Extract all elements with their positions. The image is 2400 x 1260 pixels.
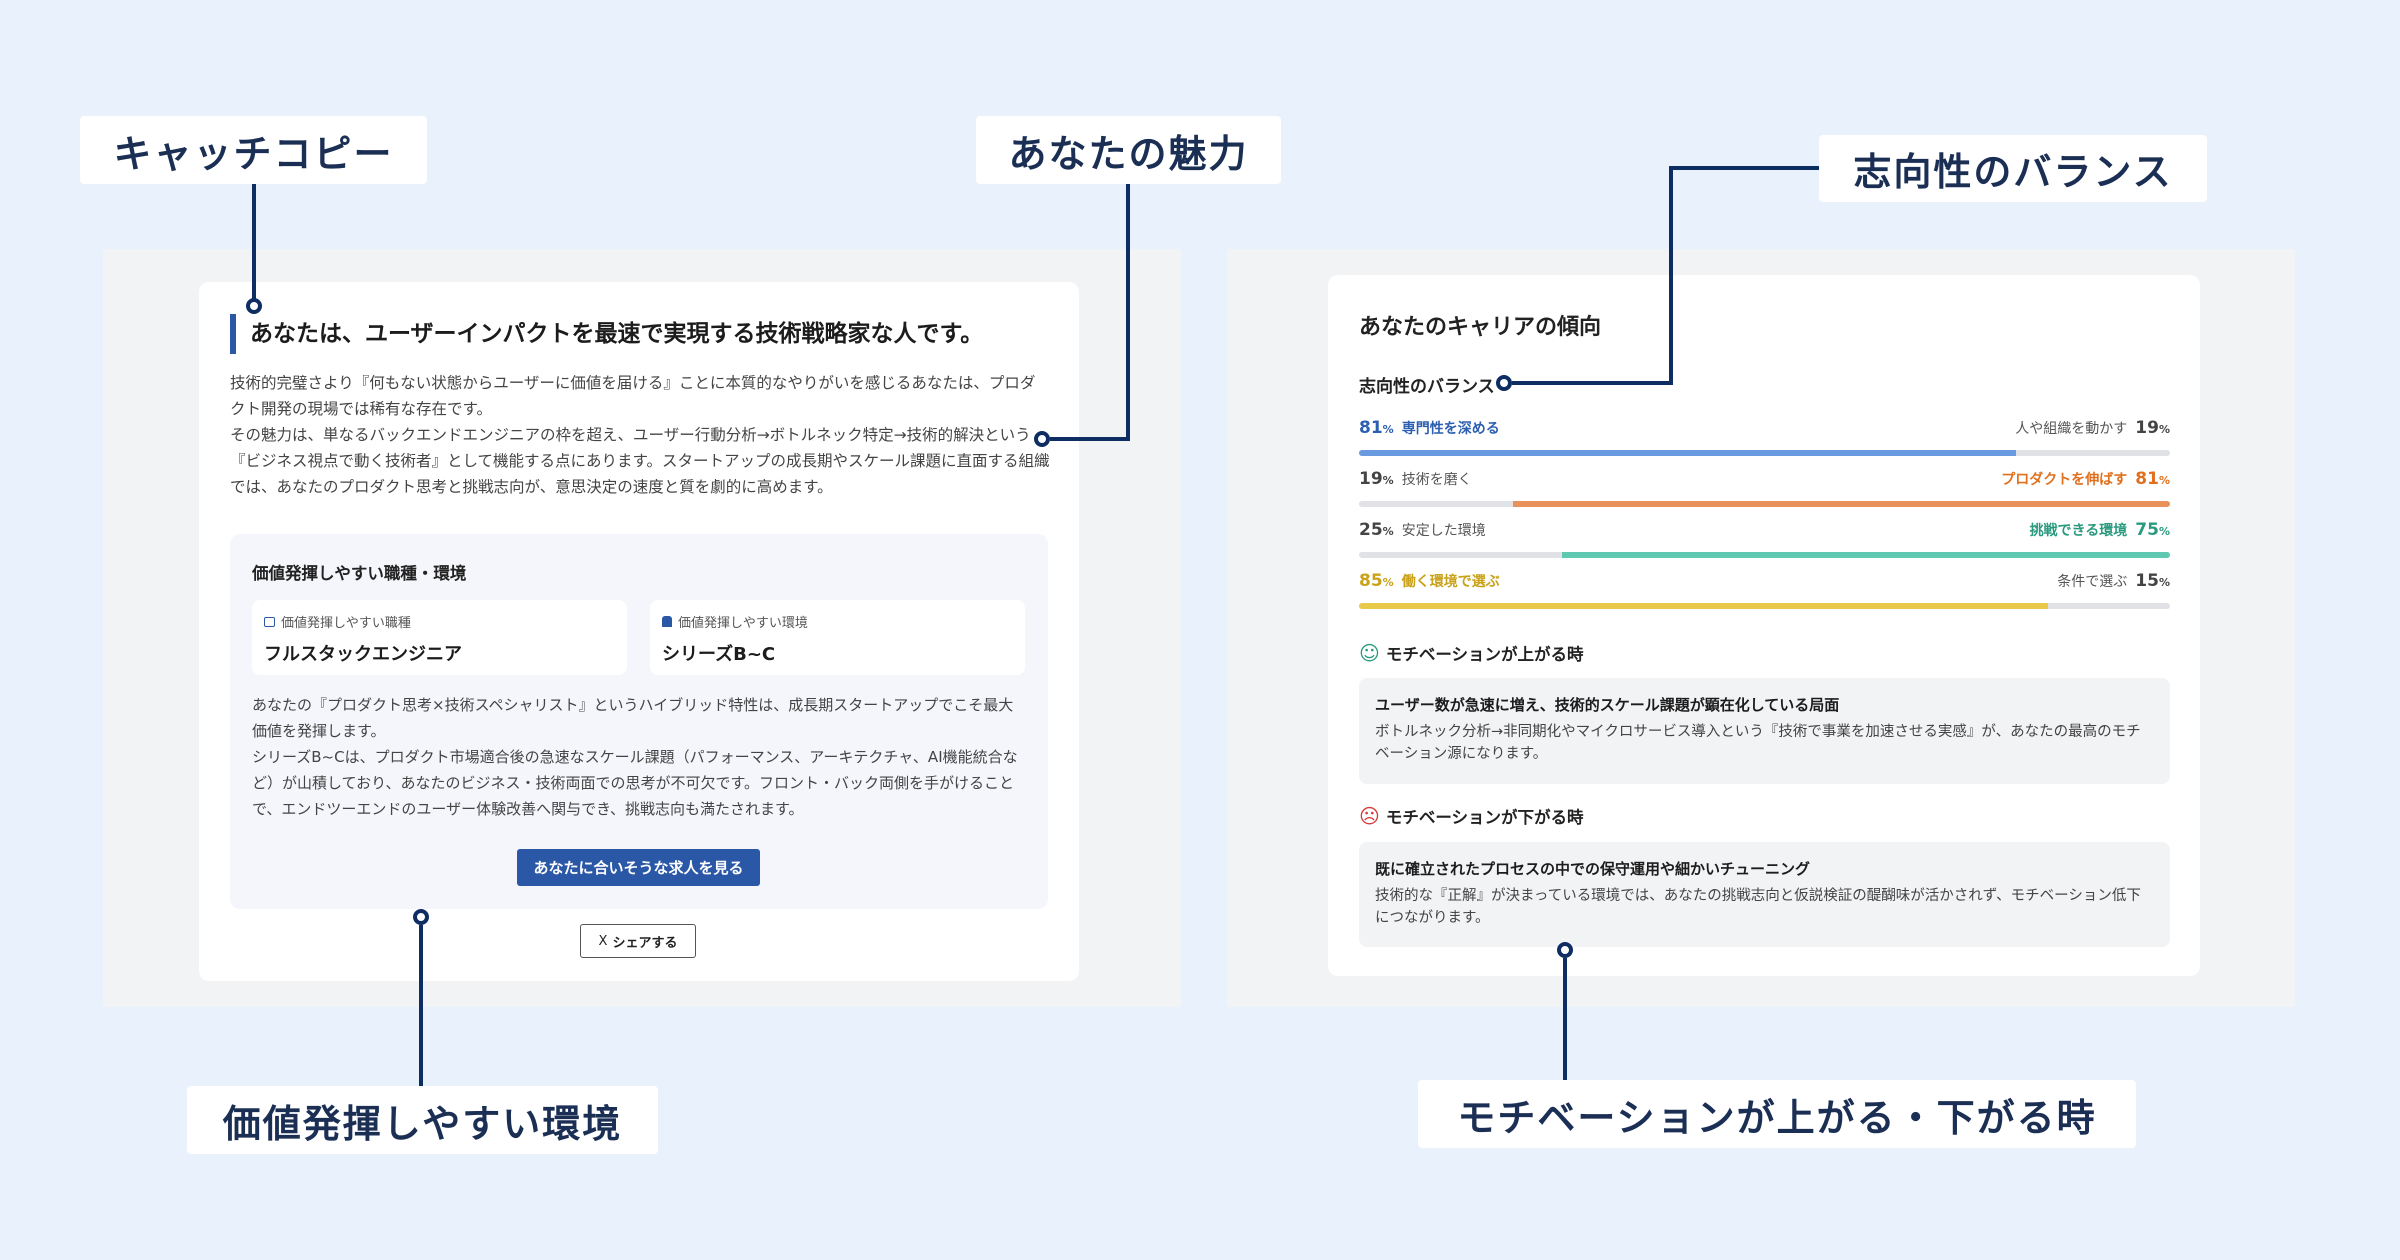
job-type-value: フルスタックエンジニア: [264, 644, 462, 665]
connector-line: [252, 184, 256, 300]
right-percent: 75%: [2135, 520, 2170, 540]
motivation-up-heading: ☺ モチベーションが上がる時: [1359, 641, 1584, 665]
motivation-down-label: モチベーションが下がる時: [1385, 808, 1584, 827]
connector-line: [1671, 166, 1819, 170]
x-logo-icon: X: [598, 933, 608, 949]
environment-paragraph: シリーズB~Cは、プロダクト市場適合後の急速なスケール課題（パフォーマンス、アー…: [252, 748, 1018, 818]
left-percent: 85%: [1359, 571, 1394, 591]
motivation-down-box: 既に確立されたプロセスの中での保守運用や細かいチューニング 技術的な『正解』が決…: [1359, 842, 2170, 947]
left-percent: 19%: [1359, 469, 1394, 489]
annotation-balance: 志向性のバランス: [1819, 135, 2207, 202]
balance-bar-fill: [1561, 552, 2170, 558]
connector-dot: [1557, 942, 1573, 958]
share-label: シェアする: [612, 935, 678, 951]
connector-line: [1050, 437, 1130, 441]
balance-title: 志向性のバランス: [1359, 377, 1495, 397]
job-type-card: 価値発揮しやすい職種 フルスタックエンジニア: [252, 600, 627, 675]
right-label: 人や組織を動かす: [2015, 421, 2128, 437]
connector-line: [1512, 381, 1673, 385]
balance-right: 人や組織を動かす 19%: [2015, 418, 2170, 438]
balance-left: 19% 技術を磨く: [1359, 469, 1472, 489]
annotation-catch-copy: キャッチコピー: [80, 116, 427, 184]
right-percent: 15%: [2135, 571, 2170, 591]
balance-row: 25% 安定した環境 挑戦できる環境 75%: [1359, 520, 2170, 550]
balance-bar: [1359, 552, 2170, 558]
connector-line: [419, 925, 423, 1086]
balance-bar-fill: [1359, 603, 2049, 609]
motivation-up-label: モチベーションが上がる時: [1385, 645, 1584, 664]
motivation-down-desc: 技術的な『正解』が決まっている環境では、あなたの挑戦志向と仮説検証の醍醐味が活か…: [1375, 888, 2141, 926]
balance-bar: [1359, 450, 2170, 456]
environment-section-title: 価値発揮しやすい職種・環境: [252, 564, 467, 583]
right-label: 条件で選ぶ: [2057, 574, 2128, 590]
motivation-down-title: 既に確立されたプロセスの中での保守運用や細かいチューニング: [1375, 860, 1811, 878]
environment-paragraph: あなたの『プロダクト思考×技術スペシャリスト』というハイブリッド特性は、成長期ス…: [252, 696, 1014, 740]
environment-card: 価値発揮しやすい環境 シリーズB~C: [650, 600, 1025, 675]
left-percent: 25%: [1359, 520, 1394, 540]
right-label: 挑戦できる環境: [2029, 523, 2128, 539]
annotation-motivation: モチベーションが上がる・下がる時: [1418, 1080, 2136, 1148]
right-percent: 19%: [2135, 418, 2170, 438]
balance-left: 85% 働く環境で選ぶ: [1359, 571, 1500, 591]
charm-paragraph: その魅力は、単なるバックエンドエンジニアの枠を超え、ユーザー行動分析→ボトルネッ…: [230, 426, 1050, 496]
balance-left: 25% 安定した環境: [1359, 520, 1486, 540]
balance-right: 条件で選ぶ 15%: [2057, 571, 2170, 591]
balance-right: プロダクトを伸ばす 81%: [2001, 469, 2170, 489]
view-jobs-button[interactable]: あなたに合いそうな求人を見る: [517, 849, 760, 886]
left-label: 安定した環境: [1401, 523, 1486, 539]
connector-dot: [1496, 375, 1512, 391]
career-tendency-title: あなたのキャリアの傾向: [1359, 315, 1602, 340]
left-label: 働く環境で選ぶ: [1401, 574, 1500, 590]
connector-dot: [246, 298, 262, 314]
left-label: 技術を磨く: [1401, 472, 1472, 488]
charm-paragraph: 技術的完璧さより『何もない状態からユーザーに価値を届ける』ことに本質的なやりがい…: [230, 374, 1036, 418]
balance-bar: [1359, 603, 2170, 609]
balance-right: 挑戦できる環境 75%: [2030, 520, 2170, 540]
connector-dot: [413, 909, 429, 925]
charm-text: 技術的完璧さより『何もない状態からユーザーに価値を届ける』ことに本質的なやりがい…: [230, 370, 1050, 500]
environment-text: あなたの『プロダクト思考×技術スペシャリスト』というハイブリッド特性は、成長期ス…: [252, 692, 1028, 822]
connector-line: [1126, 184, 1130, 437]
connector-line: [1669, 166, 1673, 385]
building-icon: [662, 616, 672, 627]
briefcase-icon: [264, 616, 275, 627]
left-label: 専門性を深める: [1401, 421, 1500, 437]
catch-copy-headline: あなたは、ユーザーインパクトを最速で実現する技術戦略家な人です。: [230, 314, 983, 354]
annotation-charm: あなたの魅力: [976, 116, 1281, 184]
balance-row: 81% 専門性を深める 人や組織を動かす 19%: [1359, 418, 2170, 448]
right-percent: 81%: [2135, 469, 2170, 489]
motivation-down-heading: ☹ モチベーションが下がる時: [1359, 804, 1584, 828]
motivation-up-title: ユーザー数が急速に増え、技術的スケール課題が顕在化している局面: [1375, 696, 1840, 714]
balance-bar-fill: [1513, 501, 2170, 507]
annotation-environment: 価値発揮しやすい環境: [187, 1086, 658, 1154]
connector-line: [1563, 958, 1567, 1080]
balance-left: 81% 専門性を深める: [1359, 418, 1500, 438]
motivation-up-desc: ボトルネック分析→非同期化やマイクロサービス導入という『技術で事業を加速させる実…: [1375, 724, 2141, 762]
balance-bar: [1359, 501, 2170, 507]
balance-bar-fill: [1359, 450, 2016, 456]
balance-row: 19% 技術を磨く プロダクトを伸ばす 81%: [1359, 469, 2170, 499]
left-percent: 81%: [1359, 418, 1394, 438]
motivation-up-box: ユーザー数が急速に増え、技術的スケール課題が顕在化している局面 ボトルネック分析…: [1359, 678, 2170, 784]
environment-value: シリーズB~C: [662, 644, 776, 665]
right-label: プロダクトを伸ばす: [2001, 472, 2128, 488]
environment-section: [230, 534, 1048, 909]
smile-icon: ☺: [1359, 641, 1380, 665]
environment-caption: 価値発揮しやすい環境: [678, 616, 808, 631]
connector-dot: [1034, 431, 1050, 447]
job-type-caption: 価値発揮しやすい職種: [281, 616, 411, 631]
frown-icon: ☹: [1359, 804, 1380, 828]
balance-row: 85% 働く環境で選ぶ 条件で選ぶ 15%: [1359, 571, 2170, 601]
